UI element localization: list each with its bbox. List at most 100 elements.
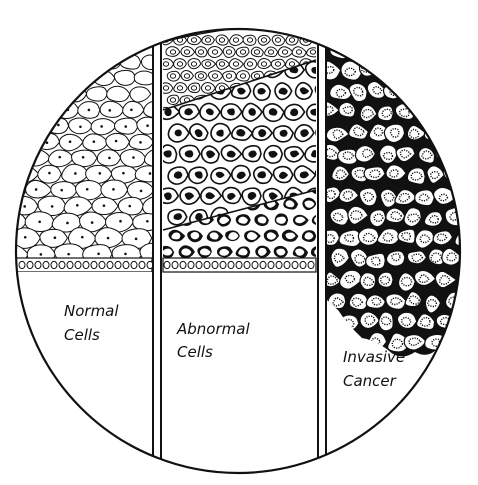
cell-nucleus bbox=[139, 141, 142, 144]
cell-nucleus bbox=[351, 211, 362, 219]
cell-nucleus bbox=[205, 86, 210, 90]
cell-nucleus bbox=[11, 189, 14, 192]
cell-nucleus bbox=[428, 88, 437, 95]
cancer-cell bbox=[406, 81, 425, 100]
cell-nucleus bbox=[275, 38, 280, 42]
cell-nucleus bbox=[115, 140, 118, 143]
cancer-cell bbox=[416, 62, 438, 77]
basal-cell bbox=[292, 261, 298, 268]
cell-nucleus bbox=[184, 74, 189, 78]
normal-cell bbox=[62, 54, 81, 70]
cancer-cell bbox=[380, 20, 397, 35]
cell-nucleus bbox=[97, 253, 100, 256]
invasive-label-line-1: Invasive bbox=[343, 348, 405, 366]
cell-nucleus bbox=[191, 62, 196, 66]
cell-nucleus bbox=[466, 213, 475, 220]
cell-nucleus bbox=[411, 85, 420, 94]
basal-cell bbox=[268, 261, 274, 268]
cancer-cell bbox=[435, 105, 456, 121]
cell-nucleus bbox=[99, 172, 102, 175]
cell-nucleus bbox=[422, 66, 431, 73]
cell-nucleus bbox=[233, 38, 238, 42]
cell-nucleus bbox=[191, 38, 196, 42]
cell-nucleus bbox=[11, 157, 14, 160]
cell-nucleus bbox=[289, 38, 294, 42]
cell-nucleus bbox=[466, 171, 477, 179]
basal-cell bbox=[19, 261, 25, 268]
cell-nucleus bbox=[205, 38, 210, 42]
cell-nucleus bbox=[457, 193, 468, 201]
cancer-cell bbox=[405, 42, 425, 54]
cell-nucleus bbox=[240, 50, 245, 54]
basal-cell bbox=[35, 261, 41, 268]
normal-cell bbox=[11, 71, 32, 86]
cell-nucleus bbox=[108, 157, 111, 160]
cell-nucleus bbox=[146, 220, 149, 223]
cancer-cell bbox=[453, 313, 472, 329]
cell-nucleus bbox=[393, 45, 401, 53]
basal-cell bbox=[276, 261, 282, 268]
cell-nucleus bbox=[261, 38, 266, 42]
cell-nucleus bbox=[82, 156, 85, 159]
basal-cell bbox=[27, 261, 33, 268]
basal-cell bbox=[228, 261, 234, 268]
normal-cell bbox=[42, 55, 63, 69]
cell-nucleus bbox=[372, 257, 380, 265]
abnormal-label-line-2: Cells bbox=[177, 343, 213, 361]
cell-nucleus bbox=[419, 107, 429, 115]
cell-nucleus bbox=[191, 86, 196, 90]
cell-nucleus bbox=[67, 253, 70, 256]
cancer-cell bbox=[351, 44, 367, 58]
cell-nucleus bbox=[76, 204, 79, 207]
cell-nucleus bbox=[448, 340, 456, 348]
basal-cell bbox=[123, 261, 129, 268]
cancer-cell bbox=[423, 39, 444, 57]
cell-nucleus bbox=[468, 296, 478, 304]
cancer-cell bbox=[443, 335, 462, 352]
cell-nucleus bbox=[91, 221, 94, 224]
cancer-cell bbox=[445, 83, 461, 100]
normal-cell bbox=[0, 148, 27, 166]
cell-nucleus bbox=[74, 172, 77, 175]
cell-nucleus bbox=[226, 74, 231, 78]
cell-nucleus bbox=[58, 156, 61, 159]
cancer-cell bbox=[465, 125, 478, 140]
cancer-cell bbox=[368, 41, 389, 58]
cell-nucleus bbox=[122, 172, 125, 175]
normal-cells-panel bbox=[0, 48, 172, 272]
cell-nucleus bbox=[108, 109, 111, 112]
cell-nucleus bbox=[66, 222, 69, 225]
cell-nucleus bbox=[411, 172, 422, 180]
cancer-cell bbox=[397, 61, 415, 77]
cancer-cell bbox=[463, 40, 478, 56]
basal-cell bbox=[172, 261, 178, 268]
cancer-cell bbox=[397, 21, 418, 40]
cell-nucleus bbox=[170, 98, 175, 102]
basal-cell bbox=[139, 261, 145, 268]
cell-nucleus bbox=[461, 235, 470, 242]
cancer-cell bbox=[416, 19, 434, 35]
cell-nucleus bbox=[107, 237, 110, 240]
basal-cell bbox=[91, 261, 97, 268]
cell-nucleus bbox=[400, 109, 410, 117]
cancer-cell bbox=[339, 18, 355, 36]
cell-nucleus bbox=[60, 189, 63, 192]
cell-nucleus bbox=[403, 26, 413, 33]
cell-nucleus bbox=[460, 276, 470, 284]
cell-nucleus bbox=[233, 62, 238, 66]
normal-cell bbox=[12, 101, 34, 117]
cell-nucleus bbox=[22, 141, 25, 144]
cell-nucleus bbox=[219, 38, 224, 42]
cell-nucleus bbox=[69, 140, 72, 143]
cell-nucleus bbox=[467, 129, 477, 136]
cell-nucleus bbox=[342, 24, 352, 32]
cell-nucleus bbox=[420, 23, 431, 31]
cancer-cell bbox=[446, 126, 462, 140]
cell-nucleus bbox=[11, 124, 14, 127]
cell-nucleus bbox=[54, 236, 57, 239]
cell-nucleus bbox=[465, 257, 474, 264]
cell-nucleus bbox=[34, 126, 37, 129]
cell-nucleus bbox=[10, 253, 13, 256]
cell-nucleus bbox=[439, 148, 449, 156]
cell-nucleus bbox=[459, 149, 469, 157]
